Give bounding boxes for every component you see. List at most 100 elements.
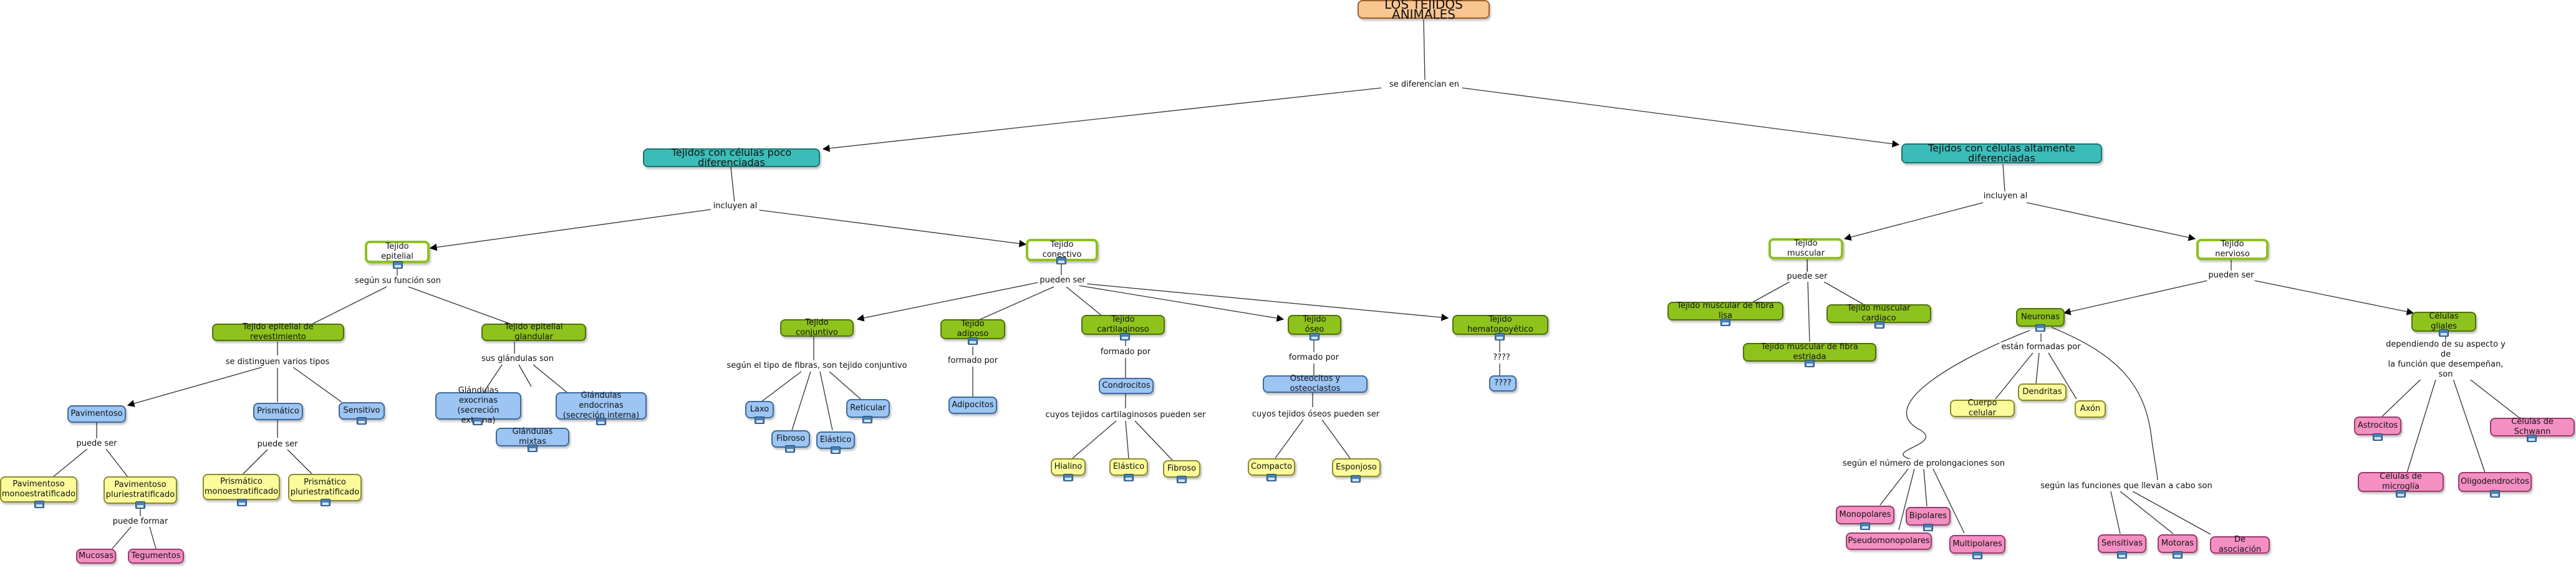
link-tipo-fibras: según el tipo de fibras, son tejido conj…: [725, 361, 909, 371]
resource-icon[interactable]: [968, 337, 978, 345]
node-muscular-cardiaco[interactable]: Tejido muscular cardiaco: [1826, 304, 1931, 323]
node-multipolares[interactable]: Multipolares: [1949, 535, 2005, 554]
resource-icon[interactable]: [1860, 522, 1870, 530]
node-sensitivas[interactable]: Sensitivas: [2098, 534, 2146, 553]
node-tejido-muscular[interactable]: Tejido muscular: [1768, 238, 1843, 259]
node-tejido-nervioso[interactable]: Tejido nervioso: [2196, 239, 2269, 260]
link-cartilaginosos-pueden-ser: cuyos tejidos cartilaginosos pueden ser: [1043, 410, 1208, 420]
node-motoras[interactable]: Motoras: [2158, 534, 2197, 553]
node-reticular[interactable]: Reticular: [846, 399, 890, 418]
node-tejido-conjuntivo[interactable]: Tejido conjuntivo: [780, 318, 854, 337]
node-prismatico-monoestratificado[interactable]: Prismático monoestratificado: [203, 474, 280, 500]
resource-icon[interactable]: [473, 418, 483, 425]
link-incluyen-al-alta: incluyen al: [1981, 191, 2030, 201]
node-dendritas[interactable]: Dendritas: [2018, 383, 2067, 401]
resource-icon[interactable]: [1972, 552, 1982, 559]
node-cuerpo-celular[interactable]: Cuerpo celular: [1950, 398, 2015, 418]
node-celulas-gliales[interactable]: Células gliales: [2411, 312, 2476, 332]
resource-icon[interactable]: [2173, 551, 2183, 559]
node-poco-diferenciadas[interactable]: Tejidos con células poco diferenciadas: [643, 148, 820, 168]
link-hematopoyetico-unknown: ????: [1491, 353, 1512, 363]
node-tejido-oseo[interactable]: Tejido óseo: [1288, 315, 1341, 335]
node-adipocitos[interactable]: Adipocitos: [948, 397, 997, 414]
node-tejido-cartilaginoso[interactable]: Tejido cartilaginoso: [1081, 315, 1165, 335]
node-epitelial-glandular[interactable]: Tejido epitelial glandular: [481, 322, 586, 342]
link-puede-formar: puede formar: [110, 517, 170, 527]
node-elastico-cartilaginoso[interactable]: Elástico: [1109, 458, 1148, 476]
node-compacto[interactable]: Compacto: [1248, 458, 1295, 476]
resource-icon[interactable]: [1124, 474, 1134, 481]
resource-icon[interactable]: [528, 445, 538, 452]
node-de-asociacion[interactable]: De asociación: [2210, 535, 2270, 554]
resource-icon[interactable]: [785, 445, 795, 453]
node-monopolares[interactable]: Monopolares: [1836, 506, 1894, 524]
resource-icon[interactable]: [2035, 324, 2045, 332]
node-esponjoso[interactable]: Esponjoso: [1332, 458, 1381, 477]
resource-icon[interactable]: [2439, 329, 2449, 337]
node-epitelial-revestimiento[interactable]: Tejido epitelial de revestimiento: [212, 322, 344, 342]
node-tejido-hematopoyetico[interactable]: Tejido hematopoyético: [1452, 315, 1548, 335]
resource-icon[interactable]: [862, 416, 872, 423]
node-glandulas-endocrinas[interactable]: Glándulas endocrinas (secreción interna): [556, 391, 647, 420]
resource-icon[interactable]: [2527, 435, 2537, 442]
resource-icon[interactable]: [1720, 319, 1730, 326]
resource-icon[interactable]: [1056, 257, 1066, 264]
node-prismatico-pluriestratificado[interactable]: Prismático pluriestratificado: [288, 474, 362, 501]
node-fibra-estriada[interactable]: Tejido muscular de fibra estriada: [1743, 342, 1876, 362]
resource-icon[interactable]: [1351, 475, 1361, 483]
node-hematopoyetico-unknown[interactable]: ????: [1489, 375, 1517, 392]
node-elastico-conjuntivo[interactable]: Elástico: [816, 431, 855, 449]
resource-icon[interactable]: [1923, 524, 1933, 531]
node-condrocitos[interactable]: Condrocitos: [1099, 378, 1154, 394]
node-sensitivo[interactable]: Sensitivo: [339, 402, 385, 420]
resource-icon[interactable]: [2490, 490, 2500, 498]
resource-icon[interactable]: [1495, 333, 1505, 340]
link-formado-por-adiposo: formado por: [945, 356, 1000, 366]
node-oligodendrocitos[interactable]: Oligodendrocitos: [2458, 472, 2532, 492]
resource-icon[interactable]: [1874, 321, 1884, 329]
node-pavimentoso-pluriestratificado[interactable]: Pavimentoso pluriestratificado: [104, 476, 177, 504]
node-bipolares[interactable]: Bipolares: [1906, 507, 1951, 526]
resource-icon[interactable]: [2396, 490, 2406, 498]
node-fibroso-cartilaginoso[interactable]: Fibroso: [1163, 460, 1200, 478]
resource-icon[interactable]: [1266, 474, 1276, 481]
resource-icon[interactable]: [34, 501, 44, 508]
node-tejido-adiposo[interactable]: Tejido adiposo: [940, 319, 1005, 339]
resource-icon[interactable]: [1177, 476, 1187, 483]
resource-icon[interactable]: [135, 501, 145, 509]
node-glandulas-exocrinas[interactable]: Glándulas exocrinas (secreción externa): [435, 386, 521, 425]
resource-icon[interactable]: [237, 499, 247, 506]
node-axon[interactable]: Axón: [2075, 400, 2106, 418]
resource-icon[interactable]: [2373, 433, 2383, 441]
node-celulas-microglia[interactable]: Células de microglía: [2358, 472, 2444, 492]
node-celulas-schwann[interactable]: Células de Schwann: [2490, 417, 2575, 436]
resource-icon[interactable]: [1805, 360, 1815, 367]
node-fibra-lisa[interactable]: Tejido muscular de fibra lisa: [1667, 301, 1783, 320]
link-se-distinguen: se distinguen varios tipos: [223, 357, 332, 367]
resource-icon[interactable]: [357, 417, 367, 425]
resource-icon[interactable]: [755, 416, 765, 424]
node-laxo[interactable]: Laxo: [745, 401, 774, 418]
node-pavimentoso-monoestratificado[interactable]: Pavimentoso monoestratificado: [0, 476, 77, 503]
resource-icon[interactable]: [1120, 333, 1130, 340]
node-hialino[interactable]: Hialino: [1051, 458, 1086, 476]
resource-icon[interactable]: [831, 446, 841, 454]
resource-icon[interactable]: [2117, 551, 2127, 559]
resource-icon[interactable]: [1310, 333, 1319, 340]
resource-icon[interactable]: [596, 418, 606, 425]
node-tejido-epitelial[interactable]: Tejido epitelial: [365, 241, 430, 263]
node-prismatico[interactable]: Prismático: [253, 403, 303, 420]
resource-icon[interactable]: [1063, 474, 1073, 481]
node-pseudomonopolares[interactable]: Pseudomonopolares: [1846, 532, 1932, 550]
node-altamente-diferenciadas[interactable]: Tejidos con células altamente diferencia…: [1901, 143, 2102, 163]
node-pavimentoso[interactable]: Pavimentoso: [67, 405, 126, 423]
node-mucosas[interactable]: Mucosas: [76, 549, 116, 564]
resource-icon[interactable]: [393, 261, 403, 269]
node-astrocitos[interactable]: Astrocitos: [2354, 416, 2401, 435]
resource-icon[interactable]: [321, 499, 330, 506]
node-glandulas-mixtas-box[interactable]: Glándulas mixtas: [496, 427, 569, 446]
node-osteocitos[interactable]: Osteocitos y osteoclastos: [1263, 374, 1368, 393]
node-root[interactable]: LOS TEJIDOS ANIMALES: [1358, 0, 1490, 21]
node-tegumentos[interactable]: Tegumentos: [128, 549, 184, 564]
